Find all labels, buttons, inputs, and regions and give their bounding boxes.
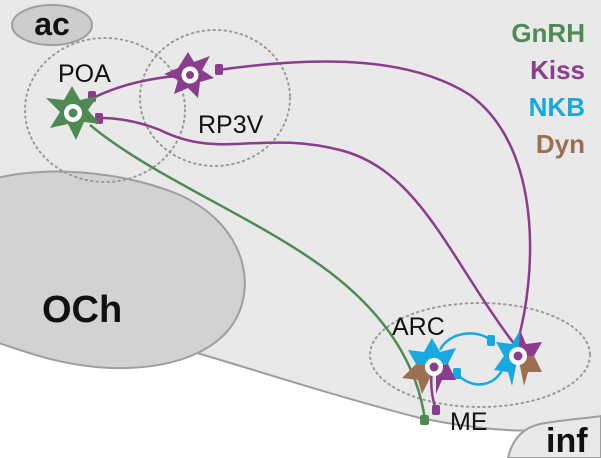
optic-chiasm bbox=[0, 170, 246, 370]
legend-dyn: Dyn bbox=[536, 129, 585, 159]
nkb-loop-upper bbox=[438, 332, 491, 351]
infundibulum-stalk bbox=[506, 414, 601, 458]
gnrh-terminal-me bbox=[420, 415, 429, 425]
gnrh-axon bbox=[89, 124, 427, 421]
legend-nkb: NKB bbox=[529, 92, 585, 122]
legend: GnRH Kiss NKB Dyn bbox=[511, 18, 585, 159]
legend-kiss: Kiss bbox=[530, 55, 585, 85]
kiss-terminal-me bbox=[432, 405, 440, 415]
rp3v-label: RP3V bbox=[198, 111, 264, 139]
poa-region-outline bbox=[24, 37, 186, 183]
kiss-terminal-rp3v bbox=[215, 64, 223, 75]
nkb-terminal-lower bbox=[453, 368, 461, 379]
me-label: ME bbox=[450, 408, 488, 436]
arc-to-rp3v-kiss-axon bbox=[217, 60, 532, 341]
poa-label: POA bbox=[58, 60, 111, 88]
rp3v-region-outline bbox=[139, 29, 291, 167]
arc-to-gnrh-kiss-axon bbox=[99, 116, 516, 346]
ac-label: ac bbox=[34, 6, 70, 42]
arc-label: ARC bbox=[392, 313, 445, 341]
och-label: OCh bbox=[42, 289, 122, 331]
arc-region-outline bbox=[369, 302, 591, 408]
kndy-neuron-left bbox=[402, 338, 456, 394]
nkb-terminal-upper bbox=[487, 335, 495, 346]
legend-gnrh: GnRH bbox=[511, 18, 585, 48]
kndy-neuron-right bbox=[494, 330, 542, 386]
rp3v-kiss-neuron bbox=[164, 52, 214, 98]
gnrh-neuron bbox=[46, 86, 100, 140]
anterior-commissure bbox=[11, 4, 93, 46]
inf-label: inf bbox=[546, 422, 588, 458]
rp3v-kiss-axon bbox=[94, 74, 179, 99]
